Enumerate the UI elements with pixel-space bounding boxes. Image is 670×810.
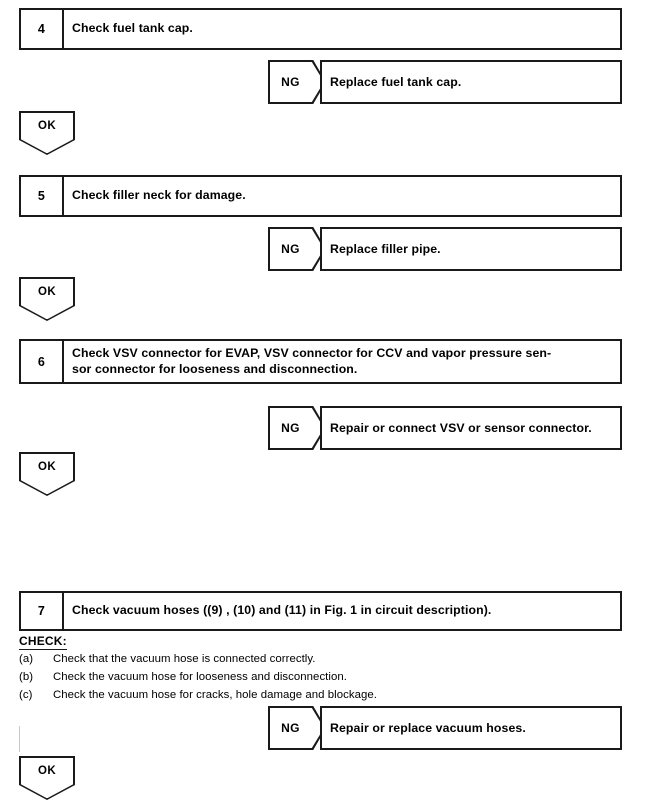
check-note-item-a: (a) Check that the vacuum hose is connect… [19, 653, 316, 665]
ng-label-5: NG [281, 242, 300, 256]
step-number-4: 4 [21, 10, 64, 48]
ng-arrow-4: NG [268, 60, 326, 104]
ng-arrow-fill-7 [270, 708, 324, 748]
step-box-4[interactable]: 4 Check fuel tank cap. [19, 8, 622, 50]
step-instruction-6: Check VSV connector for EVAP, VSV connec… [64, 341, 620, 382]
scan-artifact-line [19, 726, 20, 752]
ng-arrow-fill-5 [270, 229, 324, 269]
check-note-item-c: (c) Check the vacuum hose for cracks, hol… [19, 689, 377, 701]
step-instruction-6-line2: sor connector for looseness and disconne… [72, 361, 358, 376]
check-note-text-b: Check the vacuum hose for looseness and … [53, 671, 347, 683]
step-instruction-5: Check filler neck for damage. [72, 188, 246, 203]
check-note-marker-c: (c) [19, 689, 33, 701]
step-instruction-6-line1: Check VSV connector for EVAP, VSV connec… [72, 345, 552, 360]
ng-result-box-6[interactable]: Repair or connect VSV or sensor connecto… [320, 406, 622, 450]
ng-result-box-5[interactable]: Replace filler pipe. [320, 227, 622, 271]
ng-result-box-4[interactable]: Replace fuel tank cap. [320, 60, 622, 104]
ok-connector-4: OK [19, 111, 75, 155]
step-box-7[interactable]: 7 Check vacuum hoses ((9) , (10) and (11… [19, 591, 622, 631]
ok-connector-6: OK [19, 452, 75, 496]
ok-label-4: OK [37, 120, 57, 132]
step-box-5[interactable]: 5 Check filler neck for damage. [19, 175, 622, 217]
step-number-6: 6 [21, 341, 64, 382]
ng-arrow-5: NG [268, 227, 326, 271]
ok-label-5: OK [37, 286, 57, 298]
ng-label-7: NG [281, 721, 300, 735]
check-note-text-c: Check the vacuum hose for cracks, hole d… [53, 689, 377, 701]
check-note-text-a: Check that the vacuum hose is connected … [53, 653, 316, 665]
ok-label-6: OK [37, 461, 57, 473]
step-instruction-4: Check fuel tank cap. [72, 21, 193, 36]
ng-arrow-fill-6 [270, 408, 324, 448]
ng-arrow-6: NG [268, 406, 326, 450]
step-instruction-7: Check vacuum hoses ((9) , (10) and (11) … [72, 603, 492, 618]
ok-connector-5: OK [19, 277, 75, 321]
ng-result-box-7[interactable]: Repair or replace vacuum hoses. [320, 706, 622, 750]
check-note-title: CHECK: [19, 634, 67, 650]
step-box-6[interactable]: 6 Check VSV connector for EVAP, VSV conn… [19, 339, 622, 384]
ok-connector-7: OK [19, 756, 75, 800]
ng-arrow-fill-4 [270, 62, 324, 102]
ng-label-6: NG [281, 421, 300, 435]
step-number-5: 5 [21, 177, 64, 215]
step-number-7: 7 [21, 593, 64, 629]
ng-arrow-7: NG [268, 706, 326, 750]
check-note-marker-b: (b) [19, 671, 34, 683]
check-note-marker-a: (a) [19, 653, 34, 665]
check-note-item-b: (b) Check the vacuum hose for looseness a… [19, 671, 347, 683]
ng-label-4: NG [281, 75, 300, 89]
ok-label-7: OK [37, 765, 57, 777]
